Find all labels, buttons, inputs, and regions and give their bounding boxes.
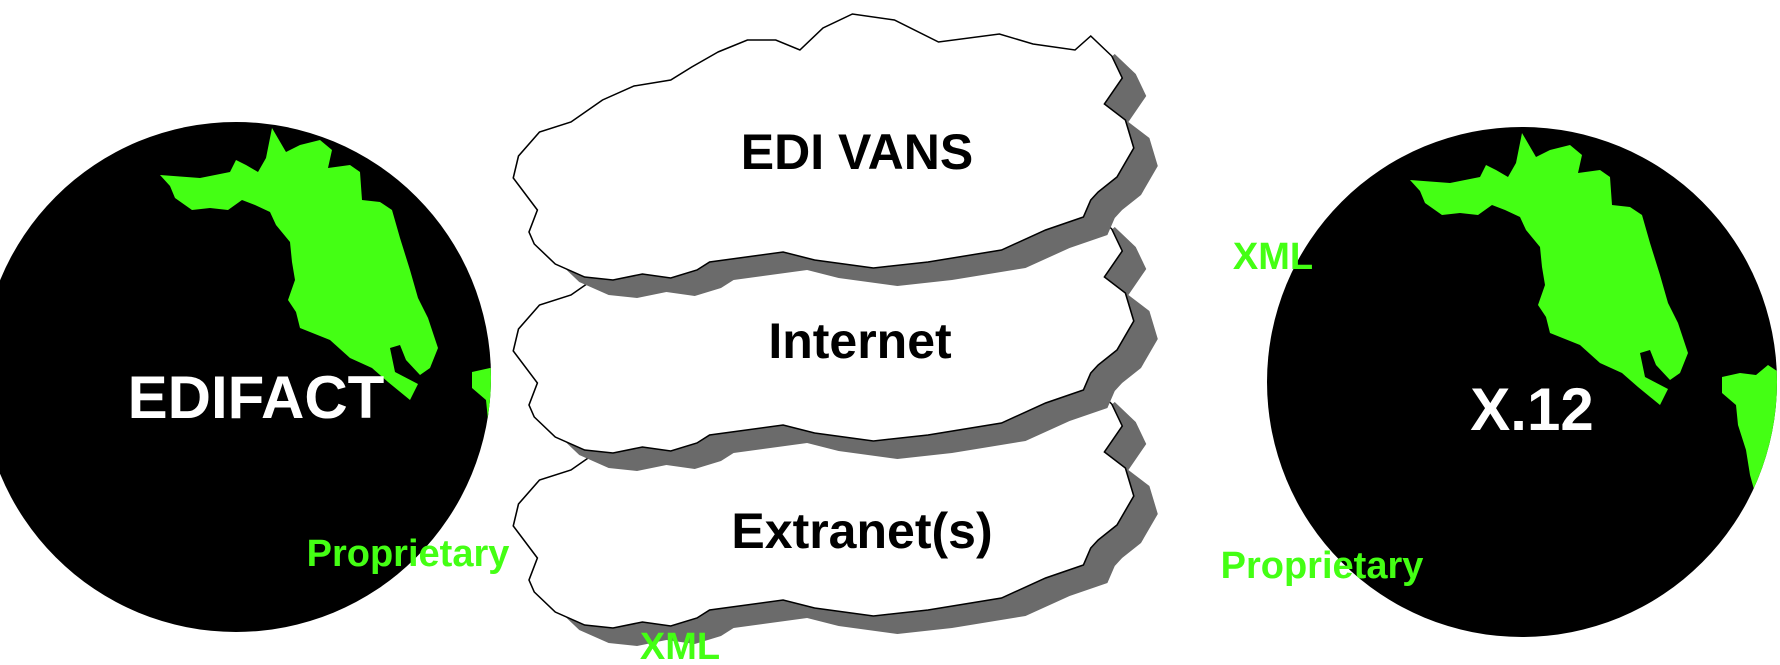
globe-edifact: EDIFACT	[0, 122, 491, 632]
globe-x12-label: X.12	[1470, 376, 1593, 443]
globe-edifact-label: EDIFACT	[128, 364, 385, 431]
annotation-proprietary-right: Proprietary	[1221, 545, 1424, 587]
globe-x12: X.12	[1267, 127, 1777, 637]
cloud-internet-label: Internet	[768, 313, 952, 369]
annotation-xml-top: XML	[1233, 236, 1313, 278]
cloud-extranets-label: Extranet(s)	[731, 503, 992, 559]
cloud-internet: Internet	[512, 186, 1158, 471]
globe-edifact-land	[160, 128, 491, 488]
cloud-extranets: Extranet(s)	[512, 361, 1158, 646]
annotation-proprietary-left: Proprietary	[307, 533, 510, 575]
annotation-xml-bottom: XML	[640, 626, 720, 665]
cloud-edi-vans-label: EDI VANS	[741, 124, 973, 180]
cloud-edi-vans: EDI VANS	[512, 13, 1158, 298]
